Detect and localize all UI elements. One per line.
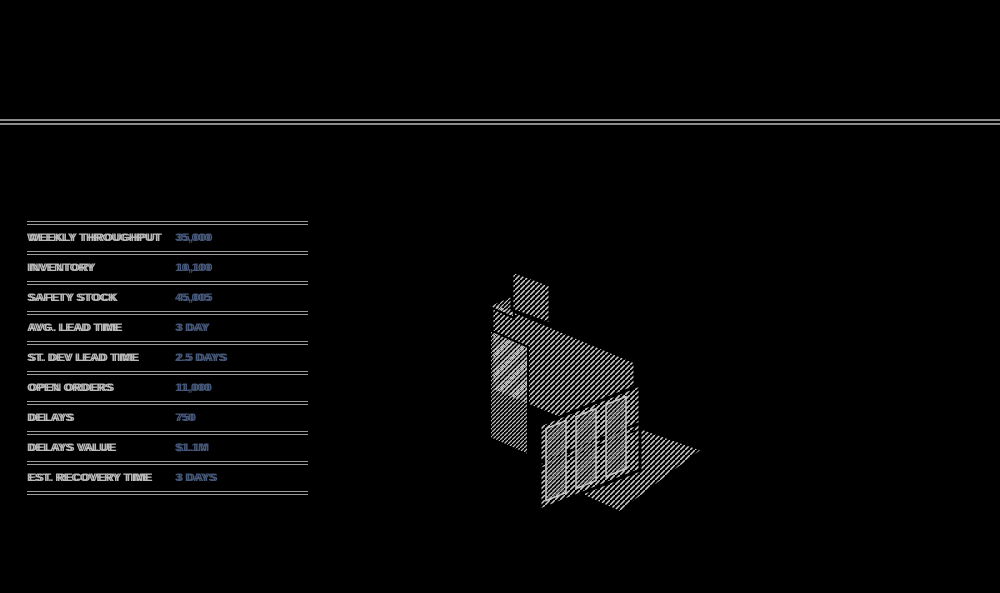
metric-value: 750 (175, 412, 195, 424)
metric-row: SAFETY STOCK 45,005 (27, 285, 308, 311)
header-rule-bottom (0, 123, 1000, 125)
metric-label: WEEKLY THROUGHPUT (27, 232, 161, 244)
metric-row: WEEKLY THROUGHPUT 35,000 (27, 225, 308, 251)
metric-value: 10,100 (175, 262, 212, 274)
row-separator (27, 281, 308, 285)
warehouse-illustration (485, 268, 705, 514)
row-separator (27, 341, 308, 345)
metric-value: 11,000 (175, 382, 211, 394)
row-separator (27, 221, 308, 225)
window-3 (605, 395, 627, 478)
row-separator (27, 461, 308, 465)
metric-row: AVG. LEAD TIME 3 DAY (27, 315, 308, 341)
warehouse-building (538, 382, 642, 513)
metric-value: 45,005 (175, 292, 212, 304)
metric-row: INVENTORY 10,100 (27, 255, 308, 281)
metric-row: ST. DEV LEAD TIME 2.5 DAYS (27, 345, 308, 371)
metric-label: DELAYS (27, 412, 74, 424)
metric-value: $1.1M (175, 442, 208, 454)
metric-value: 3 DAY (175, 322, 209, 334)
row-separator (27, 251, 308, 255)
metric-label: SAFETY STOCK (27, 292, 117, 304)
metric-label: OPEN ORDERS (27, 382, 113, 394)
metric-row: DELAYS VALUE $1.1M (27, 435, 308, 461)
metric-label: EST. RECOVERY TIME (27, 472, 151, 484)
metric-row: DELAYS 750 (27, 405, 308, 431)
metric-label: DELAYS VALUE (27, 442, 115, 454)
metric-label: INVENTORY (27, 262, 95, 274)
row-separator (27, 431, 308, 435)
flag (485, 268, 552, 327)
row-separator (27, 401, 308, 405)
metric-value: 3 DAYS (175, 472, 217, 484)
window-1 (545, 419, 567, 502)
row-separator (27, 311, 308, 315)
row-separator (27, 491, 308, 495)
metric-row: EST. RECOVERY TIME 3 DAYS (27, 465, 308, 491)
row-separator (27, 371, 308, 375)
window-2 (575, 407, 597, 490)
metric-value: 2.5 DAYS (175, 352, 227, 364)
header-rule-top (0, 119, 1000, 121)
metric-label: ST. DEV LEAD TIME (27, 352, 138, 364)
metric-value: 35,000 (175, 232, 212, 244)
metric-label: AVG. LEAD TIME (27, 322, 122, 334)
metric-row: OPEN ORDERS 11,000 (27, 375, 308, 401)
